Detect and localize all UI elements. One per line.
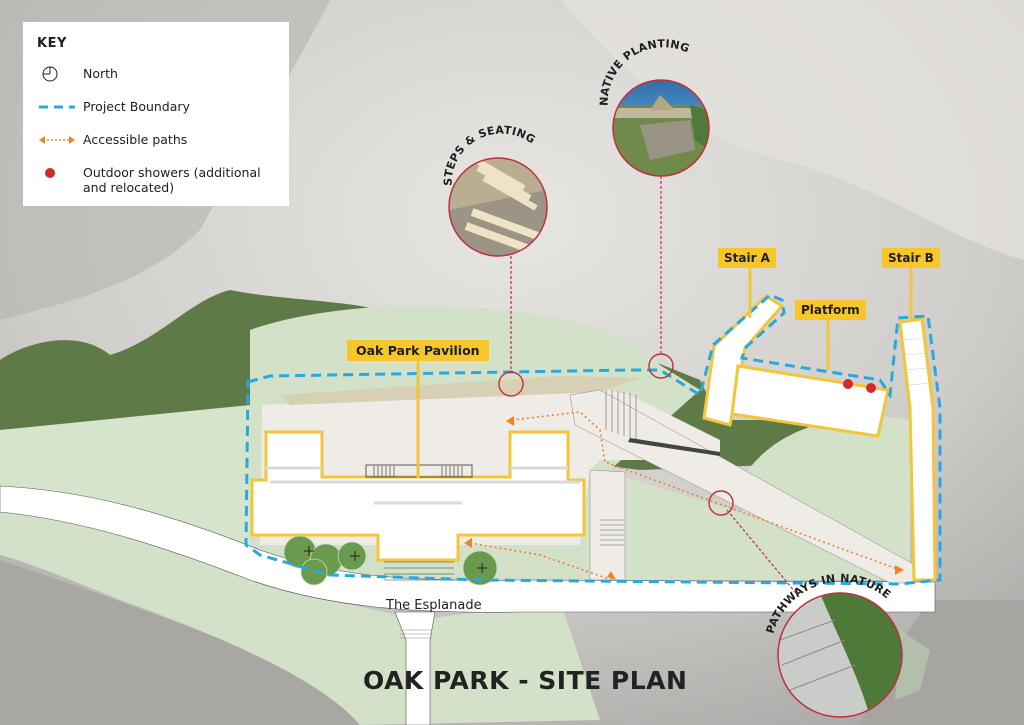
callout-stair-a: Stair A [718, 248, 776, 268]
callout-stair-b: Stair B [882, 248, 940, 268]
page-title: OAK PARK - SITE PLAN [363, 666, 688, 695]
north-arrow-icon [37, 66, 83, 82]
red-dot-icon [37, 165, 83, 181]
legend-heading: KEY [37, 36, 67, 51]
legend-panel: KEY North Project Boundary Accessible pa… [23, 22, 289, 206]
street-label: The Esplanade [386, 598, 482, 613]
callout-oak-park-pavilion: Oak Park Pavilion [347, 340, 489, 361]
dashed-line-icon [37, 99, 83, 115]
pathways-nature-photo [778, 593, 902, 717]
legend-item-north: North [37, 66, 283, 82]
steps-seating-photo [449, 158, 547, 256]
legend-item-accessible-paths: Accessible paths [37, 132, 283, 148]
legend-item-boundary: Project Boundary [37, 99, 283, 115]
callout-platform: Platform [795, 300, 866, 320]
dotted-arrow-icon [37, 132, 83, 148]
legend-item-showers: Outdoor showers (additional and relocate… [37, 165, 283, 195]
